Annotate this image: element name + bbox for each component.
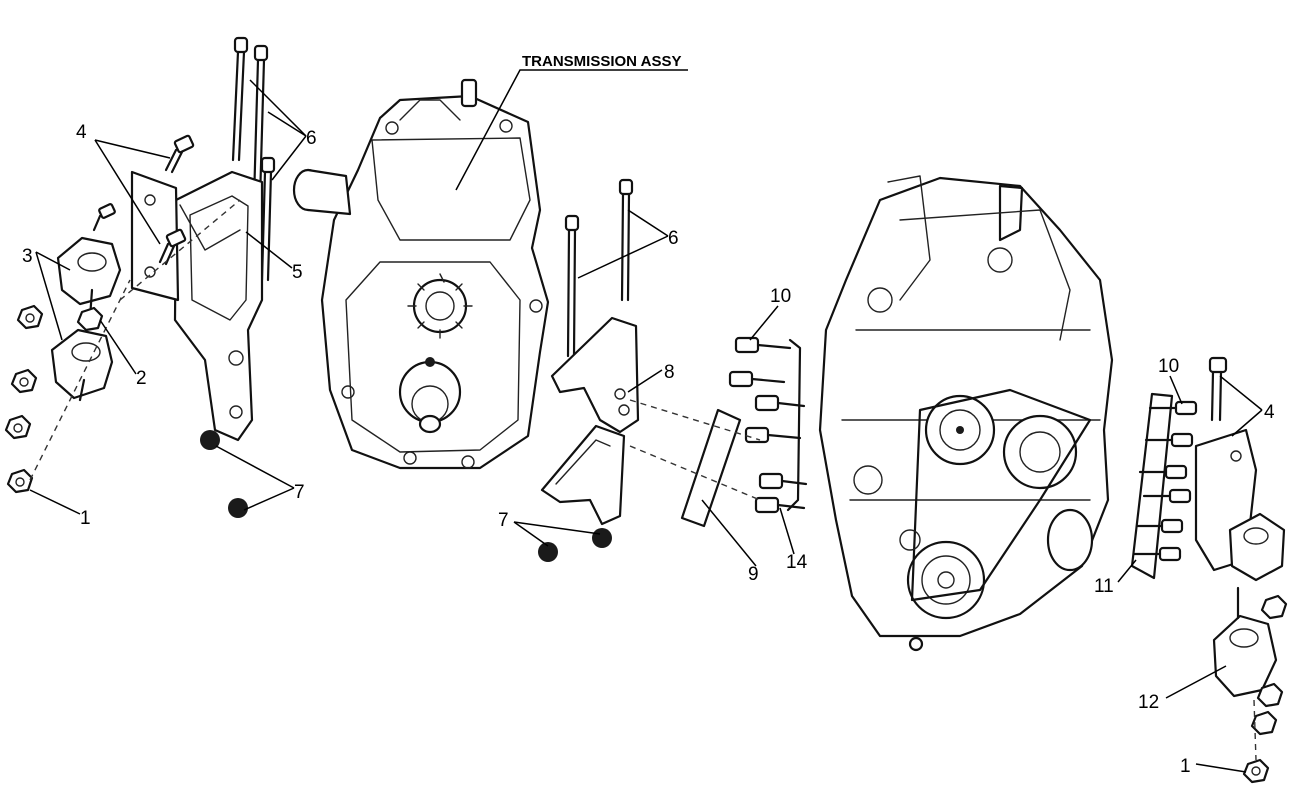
dark-nut-7c (538, 542, 558, 562)
rubber-mount-3-upper (56, 236, 122, 320)
dark-nut-7d (592, 528, 612, 548)
callout-10-mid: 10 (770, 286, 791, 307)
nut-right-b (1256, 682, 1284, 708)
nut-left-d (6, 468, 34, 494)
sprocket-gear (407, 273, 473, 339)
bracket-8 (550, 316, 640, 434)
water-pump-pulley (924, 394, 996, 466)
crank-pulley (906, 540, 986, 620)
dark-nut-7a (200, 430, 220, 450)
engine-assembly (818, 175, 1114, 652)
mid-bolts (728, 336, 808, 514)
nut-left-a (16, 304, 44, 330)
right-mount-assembly (1130, 356, 1288, 784)
nut-left-b (10, 368, 38, 394)
callout-6-mid: 6 (668, 228, 679, 249)
callout-2: 2 (136, 368, 147, 389)
nut-left-e (76, 306, 104, 332)
long-bolt-left-2 (252, 44, 269, 202)
bolt-4-right (1208, 356, 1228, 422)
callout-14: 14 (786, 552, 808, 573)
dark-nut-7b (228, 498, 248, 518)
transmission-assembly (292, 78, 550, 470)
callout-6-left: 6 (306, 128, 317, 149)
output-hub (398, 357, 462, 434)
callout-3: 3 (22, 246, 33, 267)
right-bolts (1132, 400, 1198, 562)
callout-1-right: 1 (1180, 756, 1191, 777)
nut-right-d (1242, 758, 1270, 784)
callout-5: 5 (292, 262, 303, 283)
small-bolt-4c (92, 203, 116, 232)
rubber-mount-12 (1212, 586, 1278, 698)
nut-right-c (1250, 710, 1278, 736)
rubber-mount-3-lower (50, 328, 114, 402)
rubber-mount-right-upper (1228, 512, 1286, 582)
nut-left-c (4, 414, 32, 440)
oil-filter (1046, 508, 1094, 572)
small-bolt-4b (158, 228, 187, 266)
nut-right-a (1260, 594, 1288, 620)
callout-1-left: 1 (80, 508, 91, 529)
callout-7-mid: 7 (498, 510, 509, 531)
long-bolt-left-1 (231, 36, 249, 162)
bracket-plate-5 (173, 170, 264, 442)
callout-7-left: 7 (294, 482, 305, 503)
bracket-lower (540, 424, 626, 526)
plate-9 (680, 408, 742, 528)
alternator (1002, 414, 1078, 490)
callout-4-right: 4 (1264, 402, 1275, 423)
left-mount-assembly (4, 36, 276, 518)
leader-lines (29, 69, 1263, 773)
small-bolt-4a (164, 134, 195, 174)
callout-8: 8 (664, 362, 675, 383)
callout-11: 11 (1094, 576, 1114, 597)
middle-mount-assembly (538, 178, 808, 562)
long-bolt-mid-1 (564, 214, 580, 358)
long-bolt-left-3 (260, 156, 276, 282)
transmission-assy-label: TRANSMISSION ASSY (522, 53, 681, 70)
motor-cylinder (292, 168, 352, 216)
callout-12: 12 (1138, 692, 1159, 713)
callout-9: 9 (748, 564, 759, 585)
long-bolt-mid-2 (618, 178, 634, 302)
callout-10-right: 10 (1158, 356, 1179, 377)
callout-4-left: 4 (76, 122, 87, 143)
